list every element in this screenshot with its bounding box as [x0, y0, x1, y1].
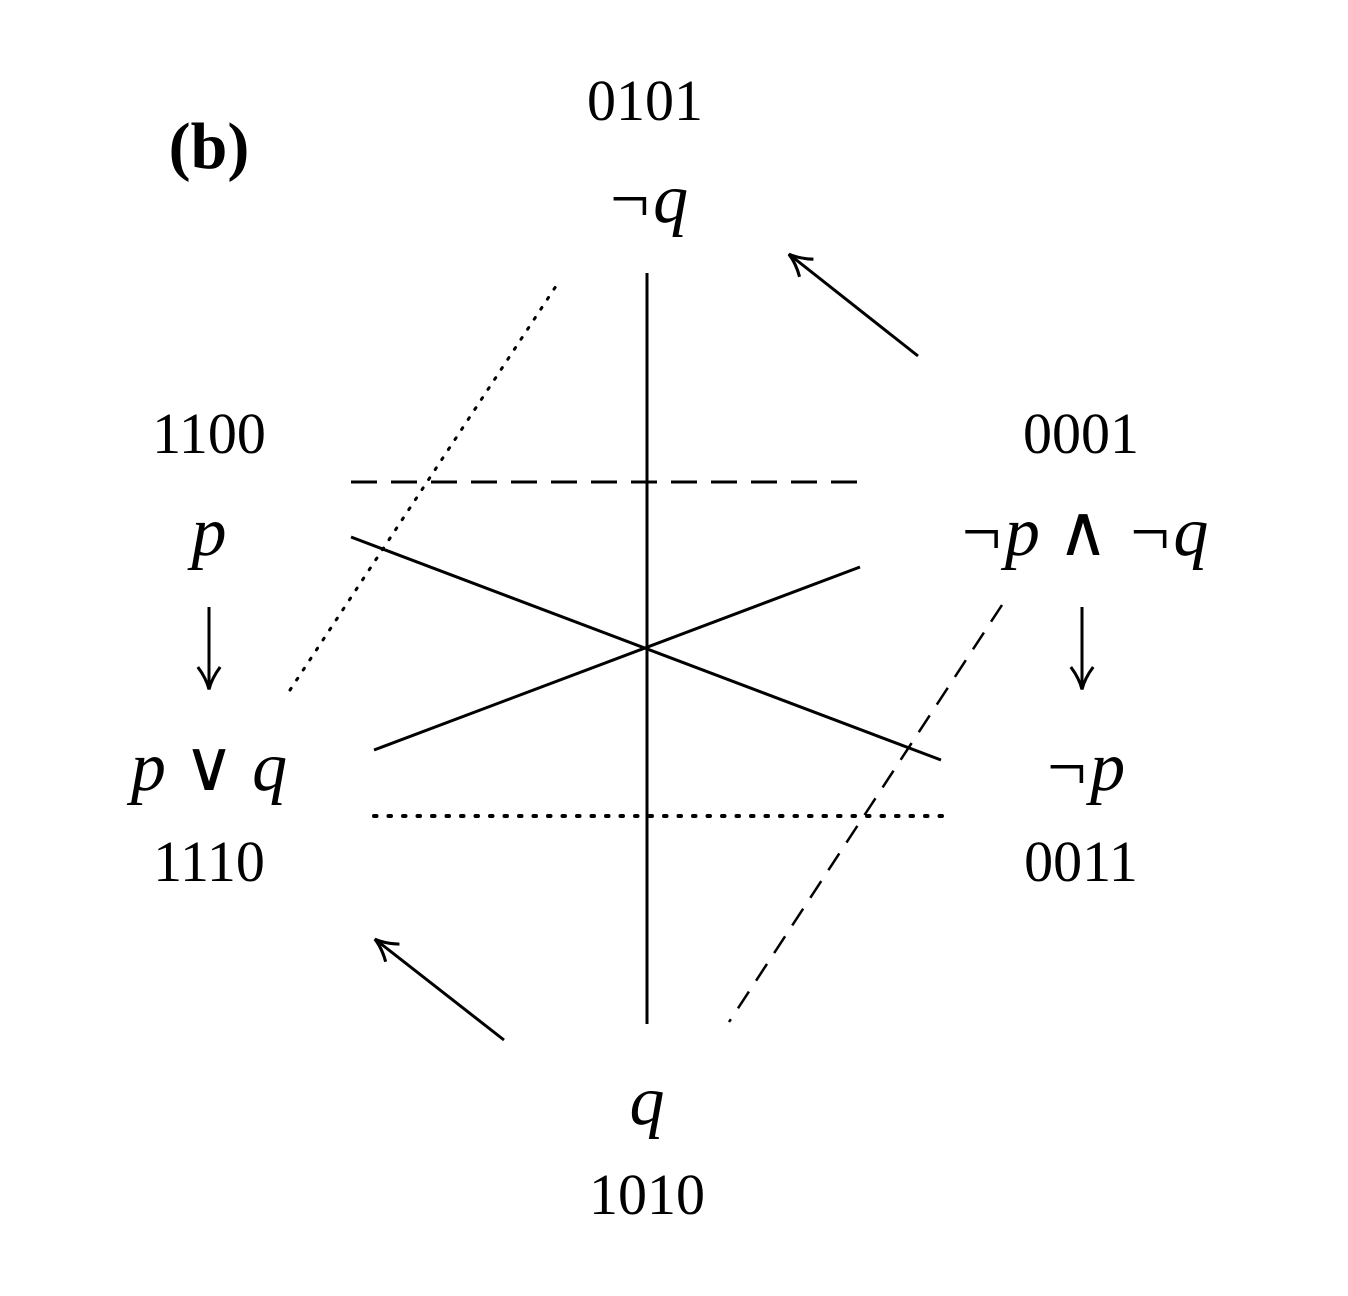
node-lower-right-formula: ¬p: [1042, 729, 1126, 806]
node-upper-right-code: 0001: [1023, 401, 1139, 466]
node-upper-right-formula: ¬p ∧ ¬q: [957, 494, 1209, 571]
node-top-code: 0101: [587, 68, 703, 133]
node-upper-left-formula: p: [191, 494, 227, 571]
node-top-formula: ¬q: [605, 161, 689, 238]
node-bottom-formula: q: [629, 1063, 665, 1140]
edge-lowerleft-top-dotted: [288, 278, 562, 692]
edge-lowerleft-upperright-solid: [373, 565, 861, 752]
arrow-notp-and-notq-to-notq: [787, 252, 919, 358]
node-lower-left-formula: p ∨ q: [130, 729, 288, 806]
node-upper-left-code: 1100: [152, 401, 266, 466]
node-bottom-code: 1010: [589, 1162, 705, 1227]
node-lower-right-code: 0011: [1024, 829, 1138, 894]
panel-label: (b): [168, 110, 250, 183]
node-lower-left-code: 1110: [153, 829, 265, 894]
edge-upperright-bottom-dashed: [727, 604, 1004, 1023]
arrow-q-to-p-or-q: [373, 937, 505, 1042]
